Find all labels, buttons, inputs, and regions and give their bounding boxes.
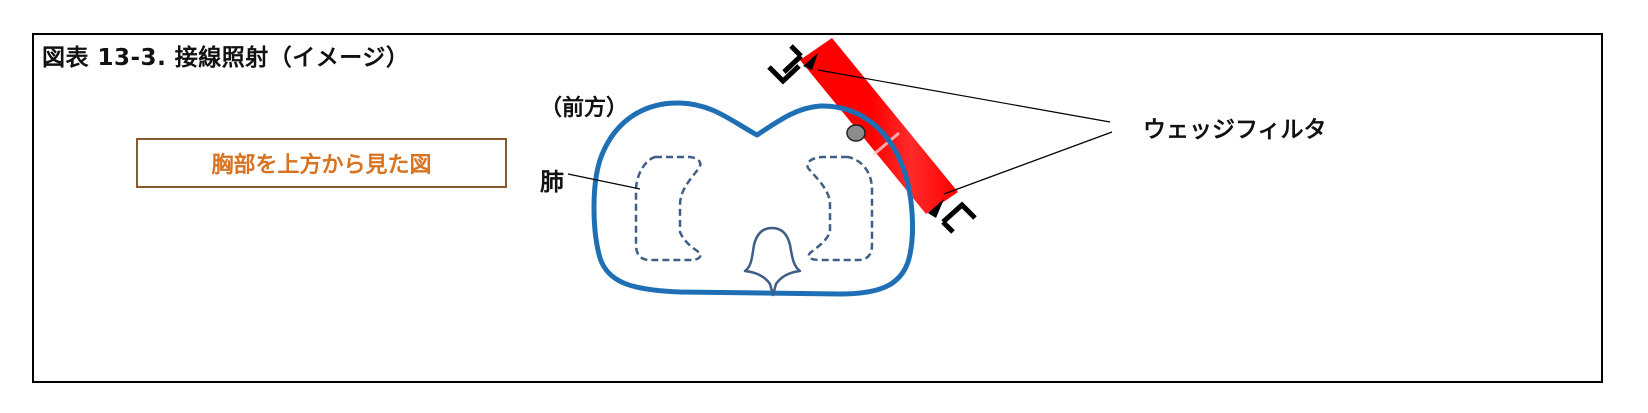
right-lung-outline: [806, 155, 874, 262]
figure-title: 図表 13-3. 接線照射（イメージ）: [42, 45, 410, 71]
spine-outline: [743, 226, 802, 297]
lung-leader: [567, 173, 641, 190]
anterior-label: （前方）: [540, 96, 629, 121]
wedge-leader-bottom: [943, 131, 1113, 195]
wedge-filter-label: ウェッジフィルタ: [1143, 117, 1327, 143]
left-lung-outline: [634, 155, 702, 262]
subtitle-text: 胸部を上方から見た図: [211, 153, 432, 178]
figure-frame: [32, 33, 1603, 383]
wedge-filter-top-icon: [767, 44, 818, 85]
subtitle-box: 胸部を上方から見た図: [136, 138, 507, 188]
target-marker: [846, 124, 866, 142]
wedge-leader-top: [817, 69, 1111, 123]
lung-label: 肺: [540, 168, 564, 196]
body-outline: [591, 100, 915, 297]
wedge-filter-bottom-icon: [928, 199, 977, 234]
